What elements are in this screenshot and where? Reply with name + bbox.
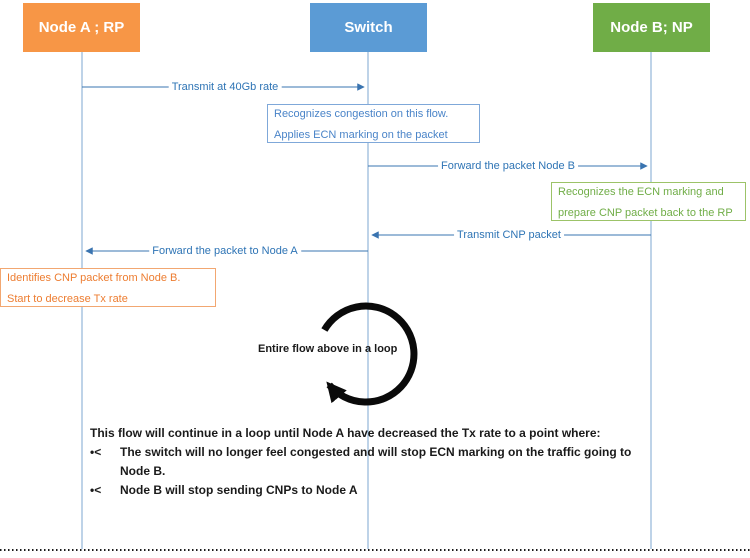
bullet-marker-icon: •< <box>90 445 102 459</box>
message-label-transmit-cnp: Transmit CNP packet <box>454 229 564 241</box>
actor-switch: Switch <box>310 3 427 52</box>
summary-bullet-list: •< The switch will no longer feel conges… <box>90 443 635 500</box>
bullet-text: Node B will stop sending CNPs to Node A <box>120 483 358 497</box>
message-label-transmit-40gb: Transmit at 40Gb rate <box>168 81 282 93</box>
note-line: Start to decrease Tx rate <box>7 293 128 305</box>
bullet-marker-icon: •< <box>90 483 102 497</box>
actor-node-a: Node A ; RP <box>23 3 140 52</box>
note-line: Identifies CNP packet from Node B. <box>7 272 181 284</box>
note-line: Recognizes the ECN marking and <box>558 186 724 198</box>
message-label-forward-node-a: Forward the packet to Node A <box>149 245 301 257</box>
loop-circle-arrow <box>321 302 418 406</box>
note-switch-congestion: Recognizes congestion on this flow. Appl… <box>267 104 480 143</box>
note-line: prepare CNP packet back to the RP <box>558 207 733 219</box>
note-node-a-cnp: Identifies CNP packet from Node B. Start… <box>0 268 216 307</box>
loop-label: Entire flow above in a loop <box>258 343 398 355</box>
actor-node-b: Node B; NP <box>593 3 710 52</box>
bullet-text: The switch will no longer feel congested… <box>120 445 632 478</box>
summary-bullet: •< The switch will no longer feel conges… <box>90 443 635 481</box>
note-line: Applies ECN marking on the packet <box>274 129 448 141</box>
note-node-b-ecn: Recognizes the ECN marking and prepare C… <box>551 182 746 221</box>
note-line: Recognizes congestion on this flow. <box>274 108 449 120</box>
summary-text: This flow will continue in a loop until … <box>90 424 635 500</box>
message-label-forward-node-b: Forward the packet Node B <box>438 160 578 172</box>
summary-bullet: •< Node B will stop sending CNPs to Node… <box>90 481 635 500</box>
summary-intro: This flow will continue in a loop until … <box>90 426 601 440</box>
